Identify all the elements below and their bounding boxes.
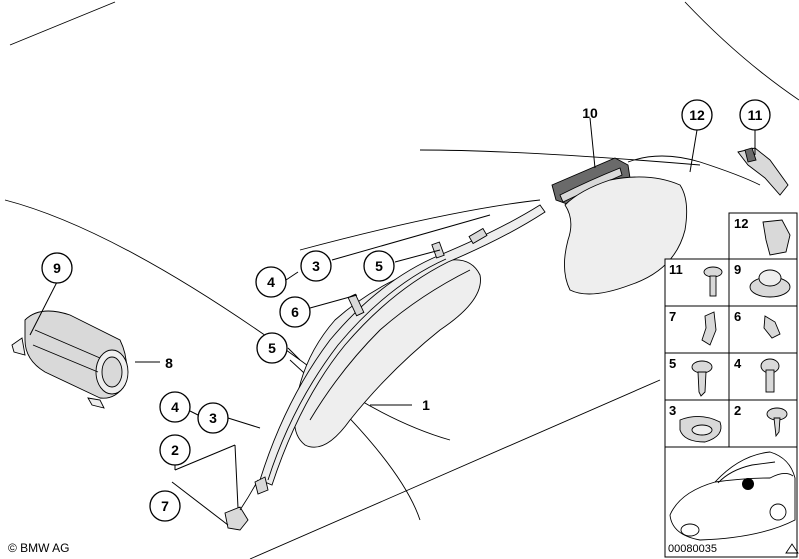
grid-label-3: 3 <box>669 403 676 418</box>
callout-9: 9 <box>53 260 61 276</box>
grid-label-6: 6 <box>734 309 741 324</box>
callout-5-lower: 5 <box>268 340 276 356</box>
callout-1: 1 <box>422 397 430 413</box>
grid-label-5: 5 <box>669 356 676 371</box>
callout-11: 11 <box>748 107 763 123</box>
callout-5-upper: 5 <box>375 258 383 274</box>
copyright-text: © BMW AG <box>8 541 70 555</box>
bracket-clip-icon <box>701 311 717 346</box>
grid-label-12: 12 <box>734 216 748 231</box>
gas-generator <box>551 155 761 295</box>
callout-3-upper: 3 <box>312 258 320 274</box>
airbag-module <box>11 310 129 409</box>
grid-label-9: 9 <box>734 262 741 277</box>
callout-4-lower: 4 <box>171 399 179 415</box>
callout-12: 12 <box>689 107 705 123</box>
head-airbag-tube <box>259 204 546 486</box>
screw-icon <box>703 266 723 278</box>
lower-connector <box>224 476 269 531</box>
callout-8: 8 <box>165 355 173 371</box>
callout-3-lower: 3 <box>209 410 217 426</box>
pressure-connector <box>737 147 789 196</box>
callout-10: 10 <box>582 105 598 121</box>
callouts: 9 12 11 3 4 5 6 5 4 3 2 7 10 1 8 <box>41 99 771 522</box>
grid-label-11: 11 <box>669 262 683 277</box>
grid-label-4: 4 <box>734 356 742 371</box>
car-thumbnail <box>669 451 796 541</box>
grid-label-2: 2 <box>734 403 741 418</box>
small-parts-grid: 12 11 9 7 6 5 4 3 2 <box>664 212 798 558</box>
tapping-screw-icon <box>691 360 713 374</box>
callout-2: 2 <box>171 442 179 458</box>
leader-lines <box>29 117 756 526</box>
clip-icon <box>762 219 791 256</box>
callout-6: 6 <box>291 304 299 320</box>
diagram-code: 00080035 <box>668 543 717 555</box>
plug-icon <box>763 315 781 339</box>
callout-7: 7 <box>161 498 169 514</box>
grid-label-7: 7 <box>669 309 676 324</box>
callout-4-upper: 4 <box>267 274 275 290</box>
warning-triangle-icon <box>785 543 799 554</box>
location-marker-icon <box>742 478 754 490</box>
